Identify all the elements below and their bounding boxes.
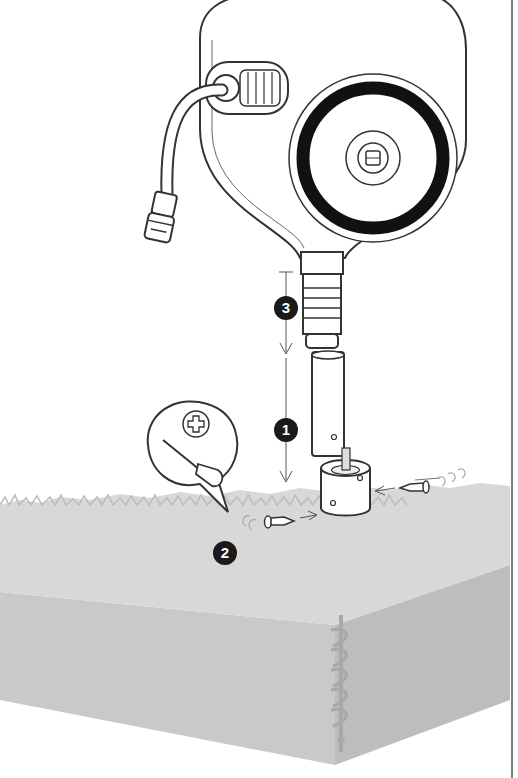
callout-number: 3: [274, 296, 298, 320]
callout-number: 2: [213, 541, 237, 565]
callout-number: 1: [274, 418, 298, 442]
